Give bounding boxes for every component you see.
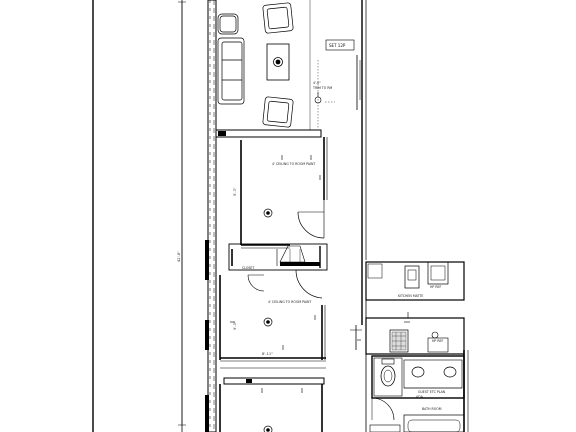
bedroom-1-label: 4' CEILING TO ROOM PAINT	[272, 162, 315, 166]
overall-dimension-label: 42'-8"	[177, 251, 181, 262]
bath-label-1: GUEST ETC PLAN	[418, 390, 446, 394]
living-room	[215, 0, 367, 260]
kitchen	[365, 261, 465, 301]
utility-block	[365, 312, 465, 355]
bedroom-1-dim: 9'-3"	[233, 187, 237, 196]
bedroom-2-dim: 9'-3"	[233, 321, 237, 330]
kitchen-small-label: HP REF	[430, 285, 442, 289]
corridor	[350, 260, 367, 432]
closet-label: CLOSET	[242, 266, 254, 270]
dashed-leader	[317, 60, 335, 128]
living-tag-box	[325, 39, 355, 51]
bedroom-2	[219, 269, 326, 362]
living-tag: SET 12P	[329, 43, 346, 48]
bath-label-3: HP REF	[432, 339, 444, 343]
bath-label-2: BATH ROOM	[422, 407, 442, 411]
bedroom-2-light	[263, 317, 273, 327]
living-note-2: TRIM TO RM	[312, 86, 333, 90]
bedroom-2-outlets	[230, 315, 316, 350]
bedroom-2-width: 8'-11"	[262, 352, 273, 356]
bedroom-2-label: 4' CEILING TO ROOM PAINT	[268, 300, 311, 304]
armchair-bottom	[262, 96, 294, 128]
armchair-top	[262, 2, 294, 34]
bath-label-4: ADA	[416, 395, 424, 399]
bedroom-3-light	[263, 425, 273, 432]
sofa	[217, 13, 245, 105]
bedroom-1-outlets	[281, 155, 321, 180]
bedroom-1-light	[263, 208, 273, 218]
bedroom-1	[215, 137, 328, 249]
drawing-frame	[92, 0, 183, 432]
west-exterior-wall	[205, 0, 217, 432]
bathroom	[369, 350, 469, 432]
bedroom-3	[219, 367, 326, 432]
overall-dimension	[178, 1, 186, 426]
closet	[228, 243, 328, 271]
corridor-outlets	[357, 321, 410, 341]
kitchen-label: KITCHEN MATTE	[398, 294, 423, 298]
living-note-1: 4'-0"	[313, 81, 321, 85]
coffee-table	[266, 43, 290, 81]
